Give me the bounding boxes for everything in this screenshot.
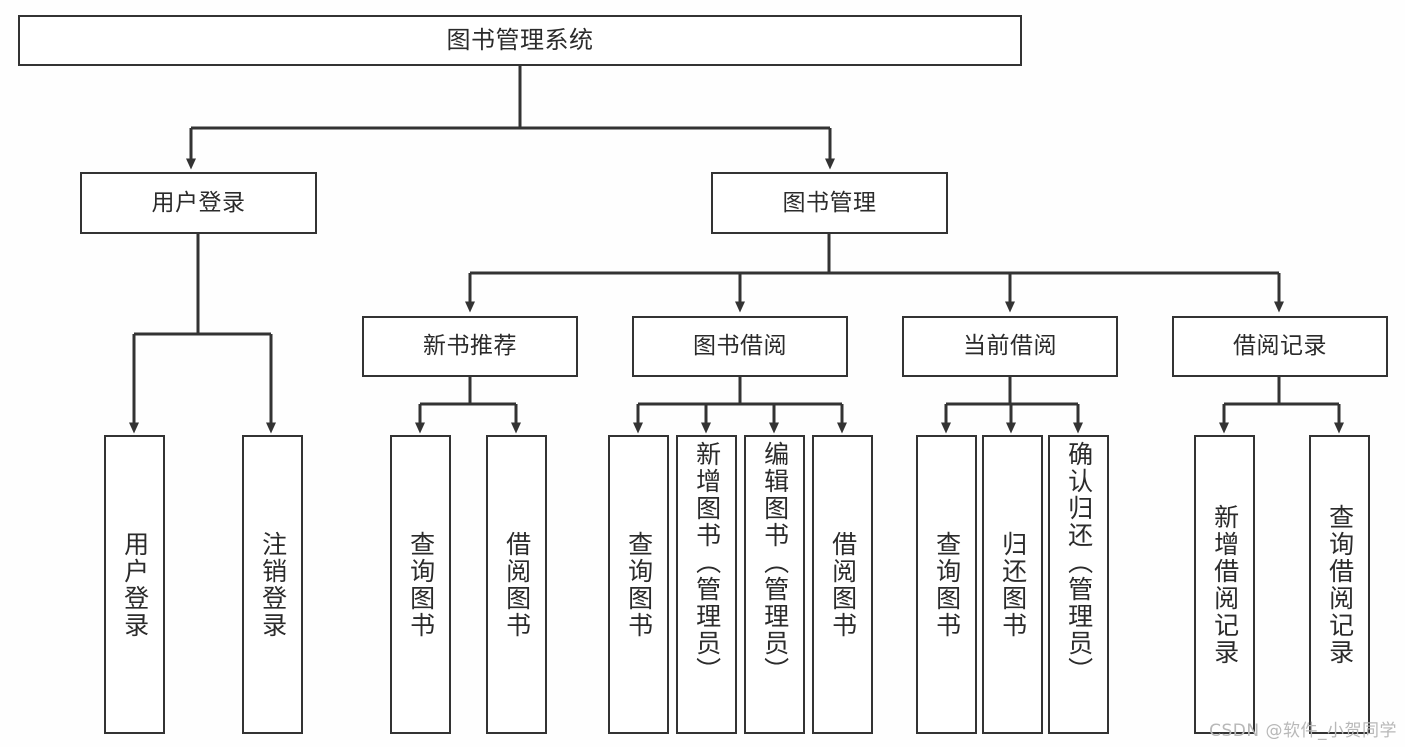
node-label: 当前借阅 (963, 333, 1057, 360)
leaf-record-query-record[interactable]: 查询借阅记录 (1309, 435, 1370, 734)
leaf-current-confirm-return-admin[interactable]: 确认归还（管理员） (1048, 435, 1109, 734)
node-label: 查询借阅记录 (1325, 503, 1355, 666)
leaf-current-return-book[interactable]: 归还图书 (982, 435, 1043, 734)
node-label: 借阅图书 (502, 530, 532, 639)
leaf-record-add-record[interactable]: 新增借阅记录 (1194, 435, 1255, 734)
leaf-borrow-borrow-book[interactable]: 借阅图书 (812, 435, 873, 734)
leaf-user-login[interactable]: 用户登录 (104, 435, 165, 734)
leaf-newbook-query-book[interactable]: 查询图书 (390, 435, 451, 734)
node-label: 编辑图书（管理员） (760, 441, 790, 684)
watermark-text: CSDN @软件_小贺同学 (1209, 721, 1397, 741)
node-borrow-record[interactable]: 借阅记录 (1172, 316, 1388, 377)
node-label: 借阅记录 (1233, 333, 1327, 360)
leaf-borrow-add-book-admin[interactable]: 新增图书（管理员） (676, 435, 737, 734)
node-label: 确认归还（管理员） (1064, 441, 1094, 684)
node-new-book-recommend[interactable]: 新书推荐 (362, 316, 578, 377)
node-label: 借阅图书 (828, 530, 858, 639)
node-label: 用户登录 (120, 530, 150, 639)
leaf-borrow-edit-book-admin[interactable]: 编辑图书（管理员） (744, 435, 805, 734)
node-book-borrow[interactable]: 图书借阅 (632, 316, 848, 377)
node-label: 注销登录 (258, 530, 288, 639)
node-book-management[interactable]: 图书管理 (711, 172, 948, 234)
node-label: 图书管理 (782, 189, 877, 216)
node-label: 用户登录 (151, 189, 246, 216)
node-label: 图书借阅 (693, 333, 787, 360)
node-current-borrow[interactable]: 当前借阅 (902, 316, 1118, 377)
node-label: 图书管理系统 (446, 25, 594, 54)
node-label: 新书推荐 (423, 333, 517, 360)
leaf-user-logout[interactable]: 注销登录 (242, 435, 303, 734)
node-label: 归还图书 (998, 530, 1028, 639)
node-label: 查询图书 (932, 530, 962, 639)
node-label: 查询图书 (624, 530, 654, 639)
node-label: 新增图书（管理员） (692, 441, 722, 684)
node-user-login[interactable]: 用户登录 (80, 172, 317, 234)
node-root-system[interactable]: 图书管理系统 (18, 15, 1022, 66)
leaf-newbook-borrow-book[interactable]: 借阅图书 (486, 435, 547, 734)
leaf-borrow-query-book[interactable]: 查询图书 (608, 435, 669, 734)
leaf-current-query-book[interactable]: 查询图书 (916, 435, 977, 734)
node-label: 新增借阅记录 (1210, 503, 1240, 666)
node-label: 查询图书 (406, 530, 436, 639)
